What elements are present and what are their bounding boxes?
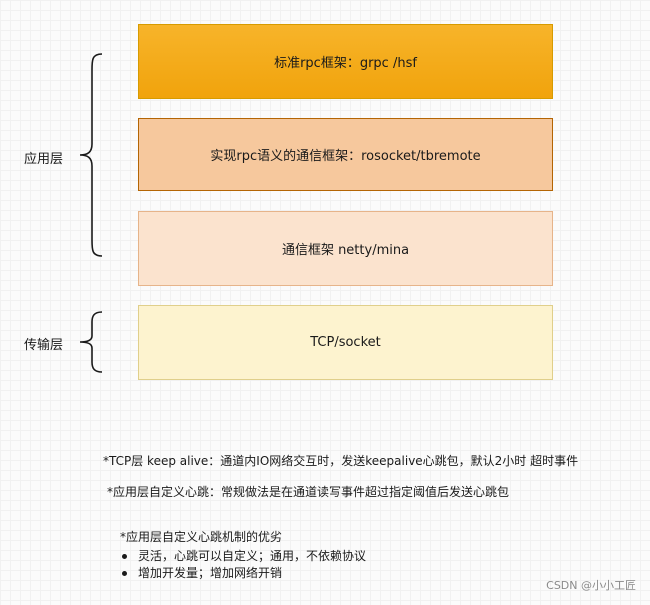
transport-layer-brace: [79, 311, 103, 373]
transport-layer-label: 传输层: [24, 338, 64, 353]
application-layer-brace: [79, 53, 103, 257]
transport-text: TCP/socket: [310, 335, 381, 350]
rpc-semantic-box: 实现rpc语义的通信框架：rosocket/tbremote: [138, 118, 553, 191]
rpc-semantic-text: 实现rpc语义的通信框架：rosocket/tbremote: [210, 149, 481, 164]
comm-framework-text: 通信框架 netty/mina: [281, 243, 410, 258]
list-item-text: 增加开发量；增加网络开销: [138, 566, 283, 580]
mechanism-title: *应用层自定义心跳机制的优劣: [120, 530, 283, 544]
app-heartbeat-note: *应用层自定义心跳：常规做法是在通道读写事件超过指定阈值后发送心跳包: [107, 485, 510, 499]
watermark: CSDN @小小工匠: [546, 579, 636, 592]
pros-cons-list: 灵活，心跳可以自定义；通用，不依赖协议 增加开发量；增加网络开销: [120, 548, 366, 582]
list-item: 增加开发量；增加网络开销: [120, 565, 366, 582]
tcp-keepalive-note: *TCP层 keep alive：通道内IO网络交互时，发送keepalive心…: [103, 454, 579, 468]
application-layer-label: 应用层: [24, 152, 64, 167]
transport-box: TCP/socket: [138, 305, 553, 380]
comm-framework-box: 通信框架 netty/mina: [138, 211, 553, 286]
bullet-icon: [122, 554, 127, 559]
bullet-icon: [122, 571, 127, 576]
rpc-framework-box: 标准rpc框架：grpc /hsf: [138, 24, 553, 99]
list-item: 灵活，心跳可以自定义；通用，不依赖协议: [120, 548, 366, 565]
list-item-text: 灵活，心跳可以自定义；通用，不依赖协议: [138, 549, 367, 563]
rpc-framework-text: 标准rpc框架：grpc /hsf: [274, 56, 417, 71]
